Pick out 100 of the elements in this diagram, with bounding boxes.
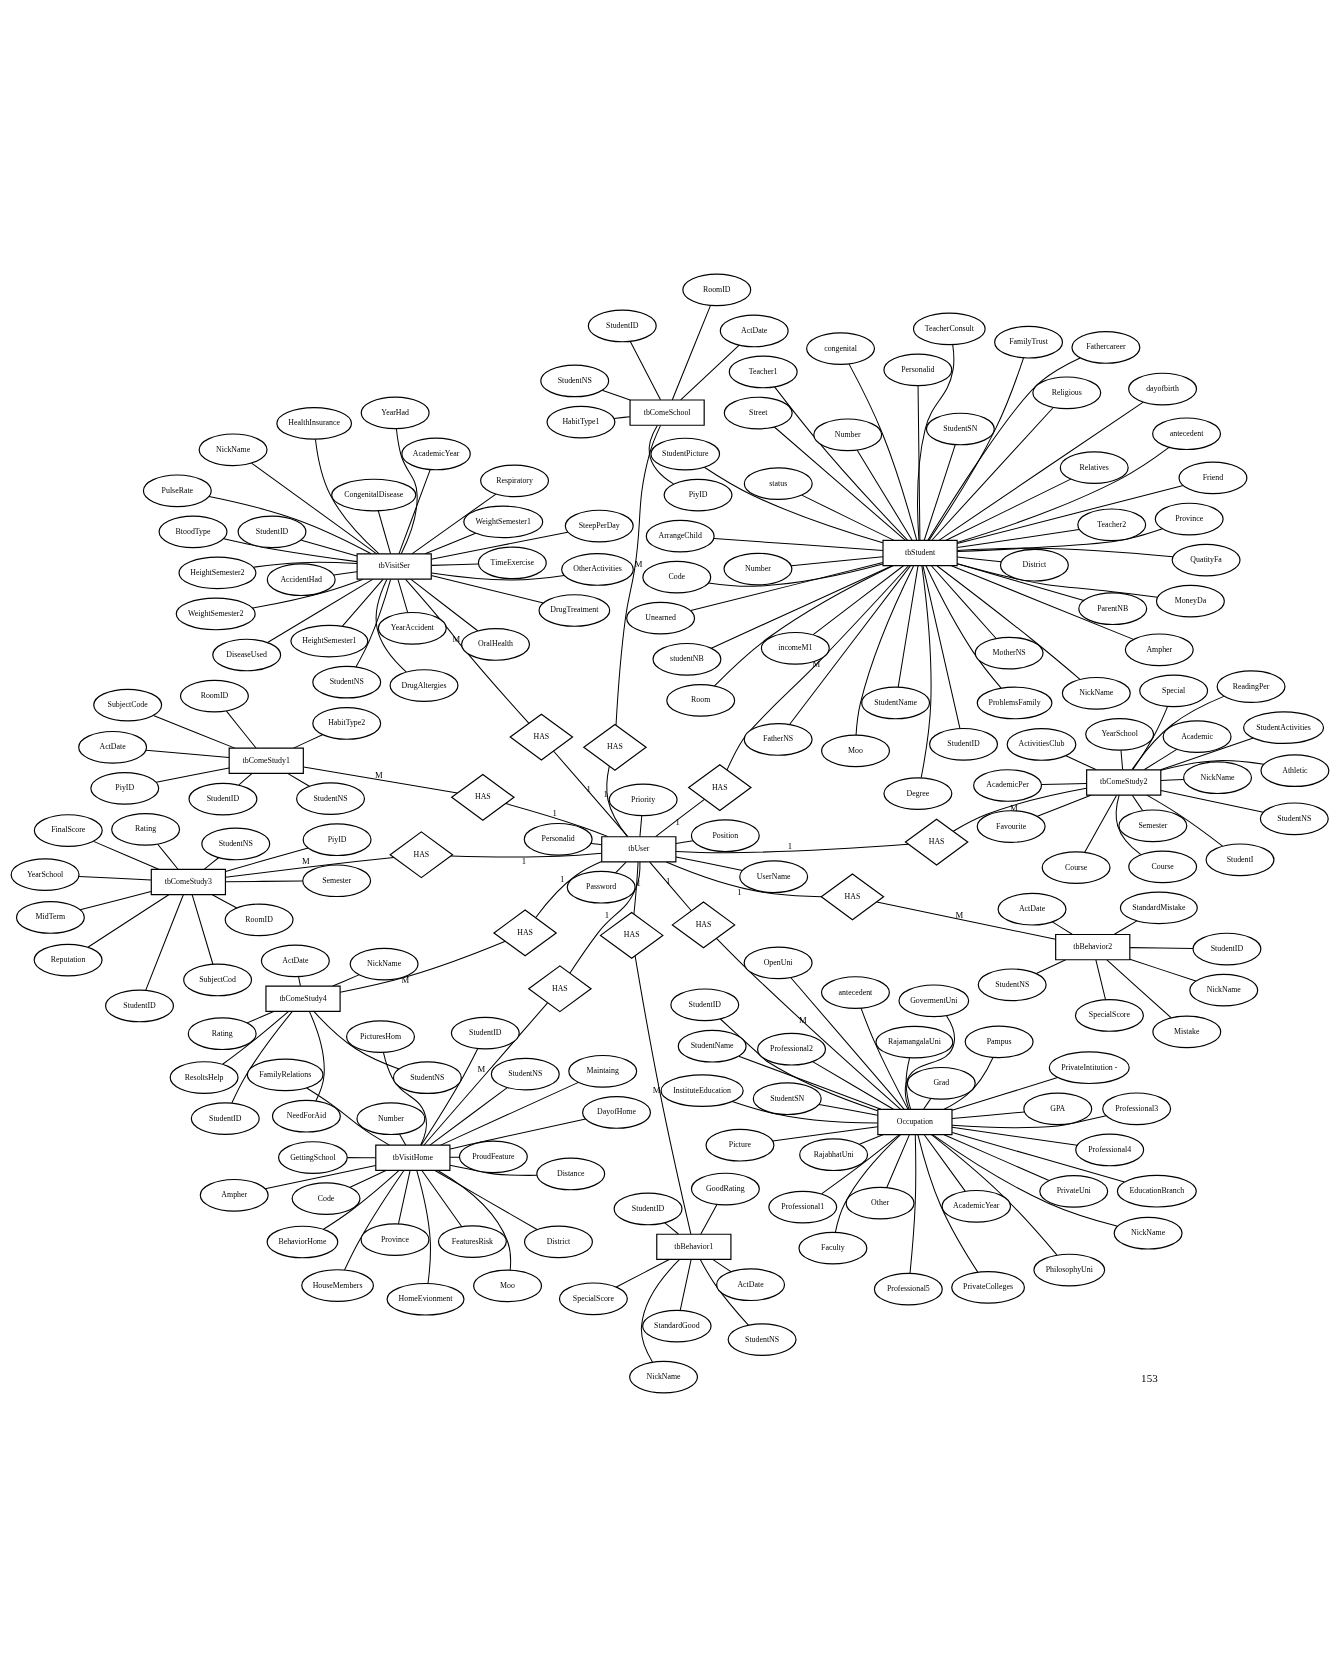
node-ellipse: TeacherConsult [912, 312, 986, 346]
edge-label: 1 [559, 874, 565, 885]
connector [223, 538, 358, 563]
node-box: tbComeSchool [629, 399, 705, 426]
node-ellipse: Position [690, 819, 760, 853]
connector [416, 1170, 431, 1284]
edge-label: M [634, 558, 643, 569]
node-ellipse: Academic [1162, 720, 1232, 754]
edge-label: 1 [636, 877, 641, 888]
connector [923, 444, 956, 541]
node-ellipse: StudentI [1205, 843, 1275, 877]
connector [382, 1051, 427, 1146]
node-ellipse: PrivateUni [1039, 1175, 1109, 1208]
node-ellipse: StudentSN [752, 1082, 822, 1116]
connector [431, 563, 479, 566]
node-ellipse: YearSchool [1085, 718, 1155, 751]
edge-label: M [477, 1063, 486, 1074]
node-diamond: HAS [671, 901, 736, 949]
connector [397, 1170, 411, 1225]
node-ellipse: Other [845, 1186, 915, 1220]
node-ellipse: ActDate [716, 1268, 786, 1302]
node-ellipse: NickName [1183, 761, 1253, 795]
edge-label: 1 [603, 789, 608, 800]
connector [535, 860, 603, 919]
connector [430, 572, 565, 581]
connector [231, 1010, 293, 1104]
edge-label: 1 [521, 855, 527, 866]
node-ellipse: AcademicPer [973, 769, 1043, 802]
node-ellipse: ParentNB [1078, 592, 1148, 626]
edge-label: 1 [665, 875, 671, 886]
node-ellipse: DayofHome [582, 1096, 652, 1129]
connector [936, 565, 1081, 680]
node-ellipse: Rating [187, 1017, 257, 1051]
connector [298, 976, 301, 987]
node-ellipse: PulseRate [142, 474, 212, 508]
node-ellipse: StudentSN [925, 412, 995, 446]
node-ellipse: HouseMembers [301, 1269, 374, 1302]
node-diamond: HAS [904, 818, 969, 866]
node-ellipse: RoomID [179, 679, 249, 713]
node-ellipse: HeightSemester1 [290, 624, 369, 658]
connector [917, 344, 955, 541]
connector [191, 894, 214, 965]
connector [1129, 947, 1194, 950]
connector [712, 1259, 732, 1273]
connector [1106, 959, 1172, 1019]
connector [1041, 782, 1088, 786]
node-ellipse: StudentActivities [1243, 711, 1325, 745]
node-ellipse: Ampher [1124, 633, 1194, 667]
node-ellipse: RoomID [224, 903, 294, 937]
node-ellipse: YearAccident [377, 611, 447, 645]
node-ellipse: Distance [536, 1157, 606, 1191]
node-ellipse: HabitType2 [312, 707, 382, 740]
node-box: tbComeStudy4 [265, 985, 341, 1012]
connector [855, 565, 915, 736]
node-diamond: HAS [389, 831, 454, 879]
connector [1160, 778, 1185, 782]
node-ellipse: NickName [1061, 676, 1131, 710]
node-box: tbVisitSer [356, 553, 432, 580]
connector [956, 529, 1080, 549]
connector [931, 407, 1054, 541]
node-ellipse: PiyID [90, 771, 160, 805]
node-ellipse: Personalid [883, 353, 953, 387]
connector [430, 575, 544, 604]
node-ellipse: WeightSemester1 [463, 505, 544, 539]
node-ellipse: FatherNS [743, 723, 813, 756]
node-ellipse: Degree [883, 777, 953, 810]
connector [449, 1164, 538, 1176]
node-ellipse: OralHealth [461, 628, 531, 661]
node-ellipse: HomeEvionment [386, 1282, 465, 1316]
connector [699, 1259, 749, 1326]
node-ellipse: HealthInsurance [276, 407, 353, 440]
connector [715, 937, 901, 1110]
node-ellipse: WeightSemester2 [175, 597, 256, 631]
node-diamond: HAS [820, 873, 885, 921]
node-ellipse: StudentID [1192, 932, 1262, 966]
node-ellipse: CongenitalDisease [331, 478, 417, 512]
node-ellipse: OpenUni [743, 946, 813, 980]
connector [590, 842, 603, 846]
node-ellipse: Number [813, 418, 883, 452]
node-ellipse: StudentID [613, 1192, 683, 1226]
node-ellipse: StudentID [105, 989, 175, 1023]
node-ellipse: StudentID [190, 1102, 260, 1135]
connector [956, 528, 1163, 553]
node-ellipse: studentNB [652, 642, 722, 676]
connector [917, 1134, 979, 1273]
connector [569, 861, 641, 974]
node-ellipse: StudentID [929, 727, 999, 761]
connector [951, 1115, 1107, 1129]
node-ellipse: Fathercareer [1071, 331, 1141, 364]
node-ellipse: Teacher1 [728, 355, 798, 389]
node-ellipse: Mistake [1152, 1015, 1222, 1049]
node-box: tbStudent [882, 539, 958, 567]
node-diamond: HAS [509, 713, 574, 761]
node-ellipse: Respiratory [480, 464, 550, 498]
connector [917, 385, 921, 541]
node-ellipse: Semester [1118, 809, 1188, 843]
node-ellipse: FamilyTrust [994, 325, 1064, 359]
node-ellipse: Faculty [798, 1231, 868, 1265]
node-ellipse: ActDate [997, 892, 1067, 926]
node-ellipse: HabitType1 [546, 405, 616, 439]
